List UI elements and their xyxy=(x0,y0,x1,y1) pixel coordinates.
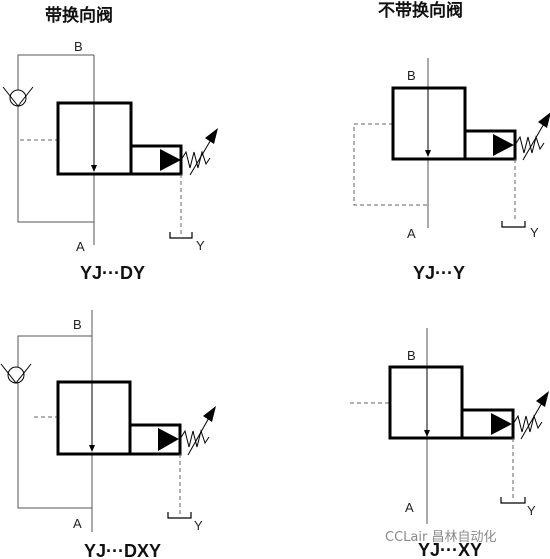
flow-arrow-icon xyxy=(425,150,431,157)
port-a-label: A xyxy=(73,516,82,531)
heading-without-reversing-valve: 不带换向阀 xyxy=(378,0,463,21)
valve-body xyxy=(388,365,464,440)
diagram-yj-xy: B A Y YJ···XY xyxy=(350,328,549,559)
port-a-label: A xyxy=(405,500,414,515)
pilot-cone-icon xyxy=(158,428,179,451)
port-y-label: Y xyxy=(196,238,205,253)
flow-arrow-icon xyxy=(424,430,430,437)
pilot-cone-icon xyxy=(491,413,512,435)
valve-body xyxy=(391,86,467,161)
watermark-text: CCLair 昌林自动化 xyxy=(385,530,496,545)
pilot-dashed-loop xyxy=(353,123,428,206)
port-b-label: B xyxy=(74,39,83,54)
port-b-label: B xyxy=(73,317,82,332)
valve-body xyxy=(56,380,132,456)
tank-symbol xyxy=(501,221,526,228)
flow-arrow-icon xyxy=(91,165,97,172)
pilot-cone-icon xyxy=(493,134,514,156)
model-label: YJ···DXY xyxy=(84,541,161,559)
tank-symbol xyxy=(500,497,526,504)
check-valve-icon xyxy=(0,363,32,384)
model-label: YJ···Y xyxy=(413,263,465,283)
model-label: YJ···DY xyxy=(80,263,145,283)
tank-symbol xyxy=(167,512,192,519)
diagram-yj-y: B A Y YJ···Y xyxy=(353,58,550,283)
port-y-label: Y xyxy=(527,503,536,518)
port-b-label: B xyxy=(407,68,416,83)
port-y-label: Y xyxy=(530,225,539,240)
port-b-label: B xyxy=(407,348,416,363)
heading-with-reversing-valve: 带换向阀 xyxy=(45,5,113,26)
diagram-yj-dxy: B A Y YJ···DXY xyxy=(0,310,216,559)
flow-arrow-icon xyxy=(89,445,95,452)
port-y-label: Y xyxy=(194,518,203,533)
bypass-line xyxy=(17,335,92,509)
adjustable-spring-icon xyxy=(514,112,550,161)
tank-symbol xyxy=(169,232,193,239)
bypass-line xyxy=(17,54,94,223)
port-a-label: A xyxy=(407,226,416,241)
model-label: YJ···XY xyxy=(418,540,482,559)
adjustable-spring-icon xyxy=(180,128,218,176)
check-valve-icon xyxy=(2,86,34,107)
port-a-label: A xyxy=(76,239,85,254)
pilot-cone-icon xyxy=(160,149,181,171)
adjustable-spring-icon xyxy=(512,391,549,440)
adjustable-spring-icon xyxy=(179,406,216,456)
diagram-yj-dy: B A Y YJ···DY xyxy=(2,39,218,283)
